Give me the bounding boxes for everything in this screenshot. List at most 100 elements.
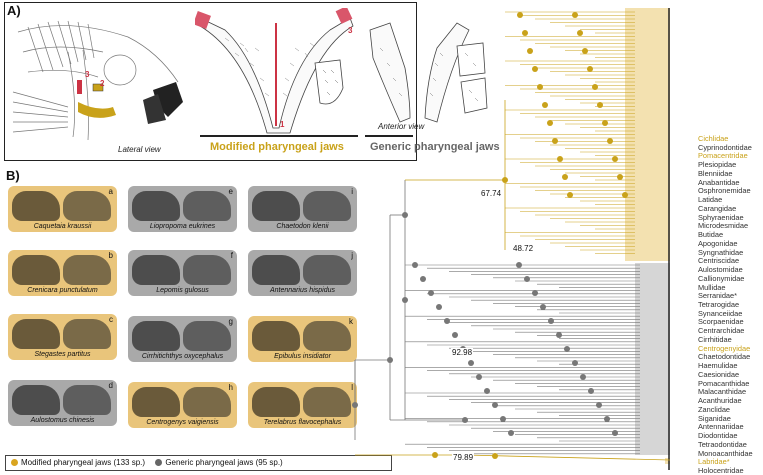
labridae-tip-band [665, 458, 670, 464]
node-dot [500, 416, 506, 422]
node-dot [587, 66, 593, 72]
family-label: Malacanthidae [698, 387, 747, 397]
node-dot [527, 48, 533, 54]
family-label: Centrogenyidae [698, 343, 751, 353]
family-label: Haemulidae [698, 361, 738, 371]
generic-tip-band [635, 263, 670, 455]
family-label: Carangidae [698, 203, 737, 213]
node-dot [572, 12, 578, 18]
family-label: Syngnathidae [698, 247, 744, 257]
node-dot [532, 66, 538, 72]
node-dot [542, 102, 548, 108]
card-letter: a [108, 187, 113, 196]
node-dot [556, 332, 562, 338]
family-label: Osphronemidae [698, 186, 751, 196]
family-label: Sphyraenidae [698, 212, 744, 222]
modified-jaw-illustration [195, 8, 354, 134]
specimen-photo-left [252, 321, 300, 351]
specimen-photo-right [183, 387, 231, 417]
card-letter: h [228, 383, 233, 392]
anterior-view-caption: Anterior view [378, 122, 425, 131]
node-dot [476, 374, 482, 380]
generic-underline [365, 135, 413, 137]
node-dot [564, 346, 570, 352]
specimen-photo-left [252, 191, 300, 221]
node-dot [516, 262, 522, 268]
family-label: Siganidae [698, 413, 731, 423]
family-label: Centrarchidae [698, 326, 745, 336]
family-label: Pomacentridae [698, 151, 748, 161]
node-dot [508, 430, 514, 436]
specimen-photo-right [63, 385, 111, 415]
family-label: Chaetodontidae [698, 352, 751, 362]
node-label-67-74: 67.74 [480, 189, 503, 198]
node-dot [562, 174, 568, 180]
node-dot [532, 290, 538, 296]
family-label: Zanclidae [698, 404, 731, 414]
family-label: Tetraodontidae [698, 439, 747, 449]
node-label-48-72: 48.72 [512, 244, 535, 253]
generic-jaws-title: Generic pharyngeal jaws [370, 141, 500, 153]
panel-a-letter: A) [7, 3, 21, 18]
node-dot [468, 360, 474, 366]
specimen-photo-left [132, 255, 180, 285]
specimen-photo-left [12, 191, 60, 221]
card-letter: k [349, 317, 353, 326]
species-name: Caquetaia kraussii [33, 223, 92, 230]
specimen-photo-left [12, 385, 60, 415]
card-letter: c [109, 315, 113, 324]
species-name: Terelabrus flavocephalus [263, 419, 342, 426]
family-label: Cyprinodontidae [698, 142, 752, 152]
node-dot [436, 304, 442, 310]
species-name: Crenicara punctulatum [27, 287, 98, 294]
card-letter: e [228, 187, 233, 196]
species-name: Centrogenys vaigiensis [146, 419, 219, 426]
node-dot [537, 84, 543, 90]
node-dot [387, 357, 393, 363]
lateral-view-caption: Lateral view [118, 145, 161, 154]
node-dot [352, 402, 358, 408]
species-name: Cirrhitichthys oxycephalus [141, 353, 224, 360]
specimen-photo-right [303, 255, 351, 285]
node-dot [547, 120, 553, 126]
family-label: Diodontidae [698, 431, 738, 441]
node-dot [492, 453, 498, 459]
species-name: Stegastes partitus [34, 351, 91, 358]
node-dot [617, 174, 623, 180]
family-label: Plesiopidae [698, 160, 737, 170]
node-dot [596, 402, 602, 408]
specimen-photo-left [132, 321, 180, 351]
node-dot [607, 138, 613, 144]
node-dot [444, 318, 450, 324]
node-dot [567, 192, 573, 198]
node-dot [597, 102, 603, 108]
node-dot [592, 84, 598, 90]
tree-branches [352, 11, 671, 461]
family-label: Centriscidae [698, 256, 740, 266]
node-label-79-89: 79.89 [452, 453, 475, 462]
specimen-photo-right [303, 387, 351, 417]
family-label: Serranidae* [698, 291, 738, 301]
node-dot [452, 332, 458, 338]
specimen-photo-right [303, 321, 351, 351]
family-label: Latidae [698, 195, 723, 205]
specimen-photo-right [183, 255, 231, 285]
node-dot [412, 262, 418, 268]
specimen-photo-left [132, 191, 180, 221]
species-name: Chaetodon klenii [276, 223, 329, 230]
node-dot [612, 156, 618, 162]
species-name: Epibulus insidiator [274, 353, 331, 360]
family-label: Tetrarogidae [698, 300, 740, 309]
node-dot [462, 417, 468, 423]
specimen-photo-left [252, 255, 300, 285]
marker-2-lateral: 2 [100, 79, 105, 88]
node-dot [484, 388, 490, 394]
